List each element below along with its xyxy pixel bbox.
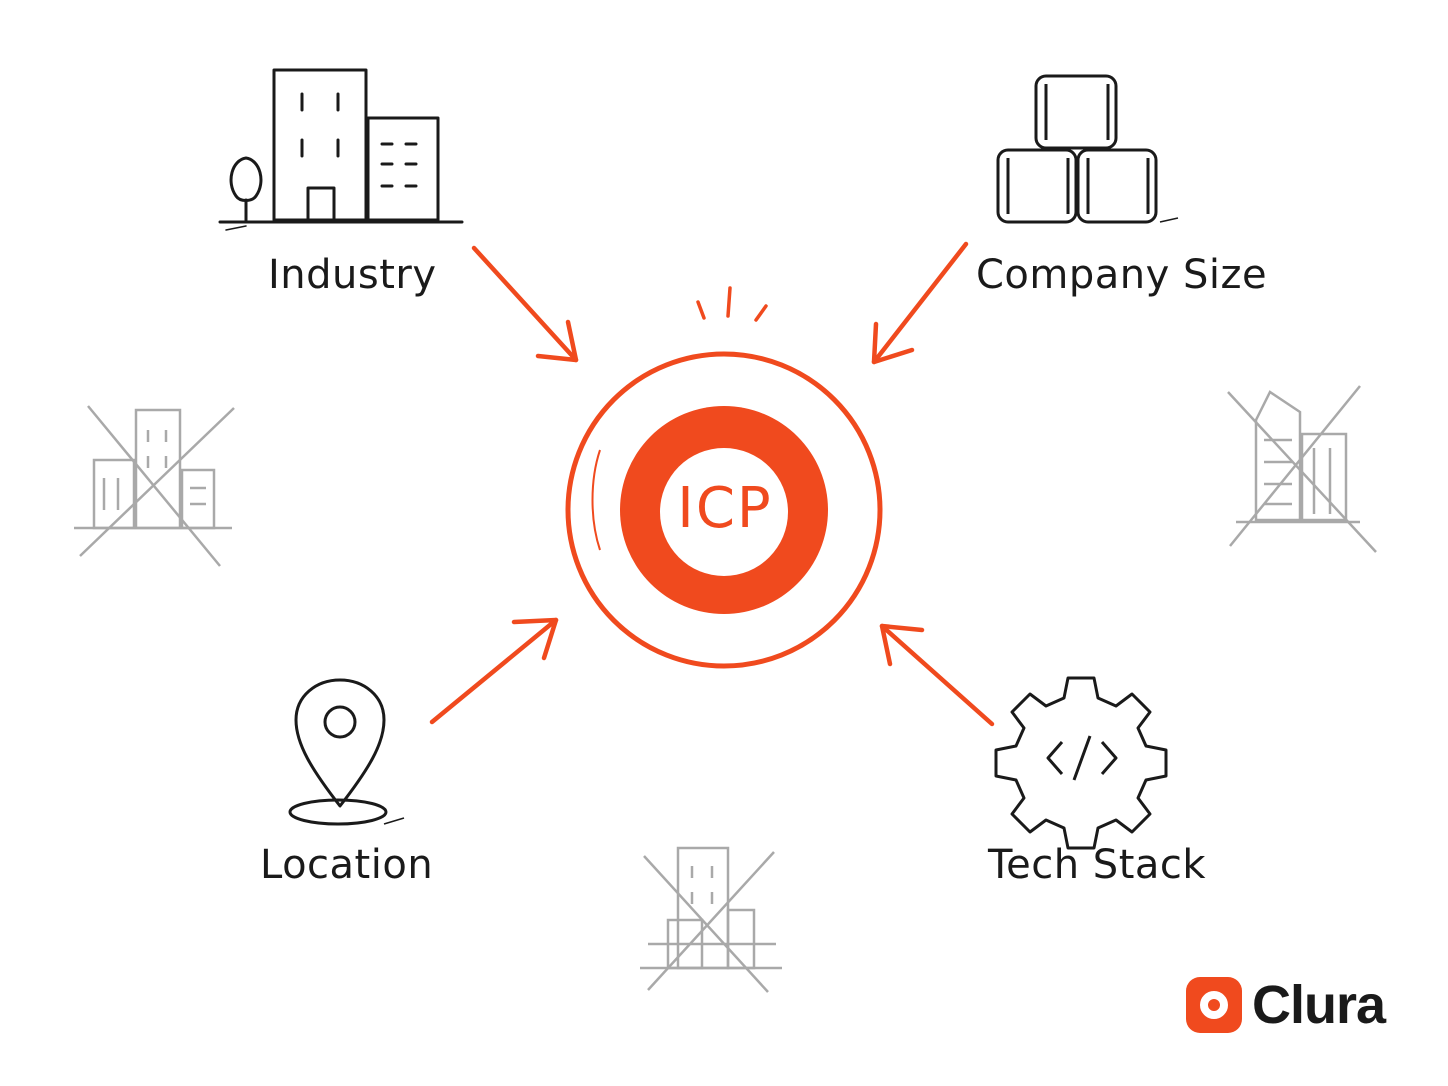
company-size-label: Company Size	[976, 252, 1268, 298]
clura-logo-icon	[1186, 977, 1242, 1033]
arrow-tech-to-icp	[879, 623, 995, 727]
brand-name: Clura	[1252, 975, 1386, 1035]
arrow-size-to-icp	[871, 241, 969, 365]
office-building-icon	[218, 68, 464, 231]
location-label: Location	[260, 842, 434, 888]
crossed-out-building-icon	[1227, 385, 1377, 553]
arrows	[429, 241, 995, 727]
crossed-out-building-icon	[74, 405, 235, 567]
icp-label: ICP	[677, 476, 773, 541]
emphasis-marks	[696, 286, 768, 322]
icp-target	[565, 351, 883, 669]
stacked-cubes-icon	[996, 74, 1179, 224]
industry-label: Industry	[268, 252, 437, 298]
arrow-industry-to-icp	[471, 245, 579, 363]
crossed-out-building-icon	[640, 846, 782, 993]
map-pin-icon	[288, 678, 405, 826]
tech-stack-label: Tech Stack	[988, 842, 1207, 888]
code-gear-icon	[994, 676, 1168, 850]
arrow-location-to-icp	[429, 617, 559, 725]
brand: Clura	[1186, 975, 1386, 1035]
